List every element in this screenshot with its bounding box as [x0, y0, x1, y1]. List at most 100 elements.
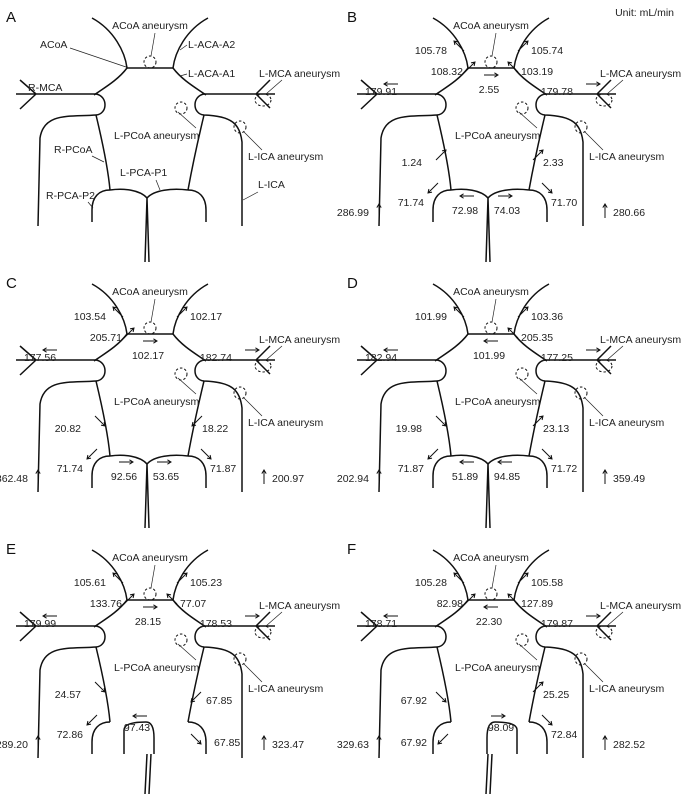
flow-arrow-rpcoa: [435, 149, 447, 161]
l-mca-vessel: [545, 611, 616, 641]
lmca-aneurysm-label: L-MCA aneurysm: [259, 600, 340, 612]
flow-arrow-raca: [112, 572, 124, 584]
flow-value-lp2: 71.87: [210, 463, 236, 475]
r-mca-label: R-MCA: [28, 82, 62, 94]
flow-value-laca: 102.17: [190, 311, 222, 323]
r-pcoa-vessel: [95, 114, 111, 191]
flow-value-raca: 101.99: [415, 311, 447, 323]
flow-value-rica: 286.99: [337, 207, 369, 219]
flow-arrow-lpcoa: [532, 681, 544, 693]
l-aca-a2-leader: [179, 44, 188, 51]
flow-value-rpcoa: 24.57: [55, 689, 81, 701]
l-pca-p2-vessel: [528, 455, 548, 488]
r-ica-vessel: [37, 93, 106, 227]
panel-letter: F: [347, 541, 356, 558]
lmca-aneurysm-shape: [595, 359, 613, 373]
lpcoa-aneurysm-shape: [515, 101, 529, 115]
flow-value-laca: 105.58: [531, 577, 563, 589]
lpcoa-aneurysm-label: L-PCoA aneurysm: [114, 662, 199, 674]
flow-value-acoa: 101.99: [473, 350, 505, 362]
flow-value-rp2: 67.92: [401, 737, 427, 749]
flow-value-lica: 280.66: [613, 207, 645, 219]
flow-arrow-rp1: [132, 713, 147, 719]
r-pca-p2-vessel: [432, 189, 452, 222]
l-pca-p2-vessel: [187, 721, 207, 754]
basilar-vessel: [144, 197, 150, 263]
p1-vessels: [109, 188, 189, 200]
lpcoa-aneurysm-leader: [518, 377, 538, 395]
flow-value-lp1: 98.09: [488, 722, 514, 734]
acoa-label: ACoA: [40, 39, 67, 51]
r-pca-p2-label: R-PCA-P2: [46, 190, 95, 202]
lmca-aneurysm-leader: [606, 345, 624, 361]
flow-arrow-rp2: [86, 714, 98, 726]
flow-value-lmca: 179.87: [541, 618, 573, 630]
l-aca-a1-vessel: [172, 67, 207, 96]
r-mca-vessel: [357, 611, 437, 642]
flow-arrow-rmca: [383, 613, 398, 619]
flow-value-laca: 105.23: [190, 577, 222, 589]
lpcoa-aneurysm-label: L-PCoA aneurysm: [455, 662, 540, 674]
flow-arrow-raca1: [123, 327, 135, 339]
acoa-aneurysm-leader: [150, 32, 156, 57]
acoa-aneurysm-shape: [143, 587, 157, 601]
p1-vessels: [450, 454, 530, 466]
flow-arrow-rp2: [427, 182, 439, 194]
lpcoa-aneurysm-shape: [174, 367, 188, 381]
flow-value-rp1: 72.98: [452, 205, 478, 217]
lica-aneurysm-shape: [233, 386, 247, 400]
r-mca-vessel: [16, 611, 96, 642]
l-pca-p2-vessel: [187, 455, 207, 488]
flow-value-acoa: 28.15: [135, 616, 161, 628]
flow-value-rmca: 179.99: [24, 618, 56, 630]
flow-arrow-rp2: [86, 448, 98, 460]
basilar-vessel: [485, 463, 491, 529]
l-pca-p2-vessel: [528, 189, 548, 222]
flow-value-lp2: 72.84: [551, 729, 577, 741]
lica-aneurysm-label: L-ICA aneurysm: [589, 417, 665, 429]
flow-value-rp2: 71.87: [398, 463, 424, 475]
l-mca-vessel: [204, 79, 275, 109]
lpcoa-aneurysm-shape: [174, 101, 188, 115]
flow-value-rp1: 97.43: [124, 722, 150, 734]
flow-value-rmca: 179.91: [365, 86, 397, 98]
flow-value-raca1: 108.32: [431, 66, 463, 78]
flow-arrow-lmca: [586, 613, 601, 619]
flow-value-raca1: 82.98: [437, 598, 463, 610]
flow-arrow-lmca: [245, 613, 260, 619]
lmca-aneurysm-label: L-MCA aneurysm: [600, 334, 681, 346]
flow-arrow-lica: [602, 735, 608, 750]
flow-value-rmca: 178.71: [365, 618, 397, 630]
l-pcoa-vessel: [187, 114, 205, 191]
acoa-aneurysm-shape: [143, 55, 157, 69]
acoa-aneurysm-label: ACoA aneurysm: [112, 286, 188, 298]
l-aca-a1-vessel: [172, 333, 207, 362]
flow-arrow-laca: [517, 40, 529, 52]
lmca-aneurysm-label: L-MCA aneurysm: [259, 334, 340, 346]
lpcoa-aneurysm-shape: [515, 633, 529, 647]
acoa-aneurysm-shape: [484, 587, 498, 601]
flow-value-rp2: 71.74: [57, 463, 83, 475]
flow-value-rpcoa: 20.82: [55, 423, 81, 435]
lmca-aneurysm-shape: [595, 93, 613, 107]
lmca-aneurysm-shape: [254, 359, 272, 373]
acoa-aneurysm-shape: [484, 55, 498, 69]
flow-arrow-lp2: [200, 448, 212, 460]
l-pcoa-vessel: [528, 114, 546, 191]
flow-arrow-rica: [35, 469, 41, 484]
flow-arrow-laca1: [507, 593, 519, 605]
flow-arrow-rpcoa: [435, 415, 447, 427]
lica-aneurysm-leader: [584, 397, 604, 417]
flow-arrow-acoa: [143, 604, 158, 610]
flow-value-raca: 103.54: [74, 311, 106, 323]
lica-aneurysm-shape: [574, 386, 588, 400]
flow-value-laca: 103.36: [531, 311, 563, 323]
basilar-vessel: [144, 753, 152, 795]
r-aca-a1-vessel: [93, 67, 128, 96]
panel-letter: D: [347, 275, 358, 292]
flow-arrow-lpcoa: [190, 691, 202, 703]
r-ica-vessel: [378, 93, 447, 227]
l-pca-p2-vessel: [187, 189, 207, 222]
lpcoa-aneurysm-leader: [177, 643, 197, 661]
